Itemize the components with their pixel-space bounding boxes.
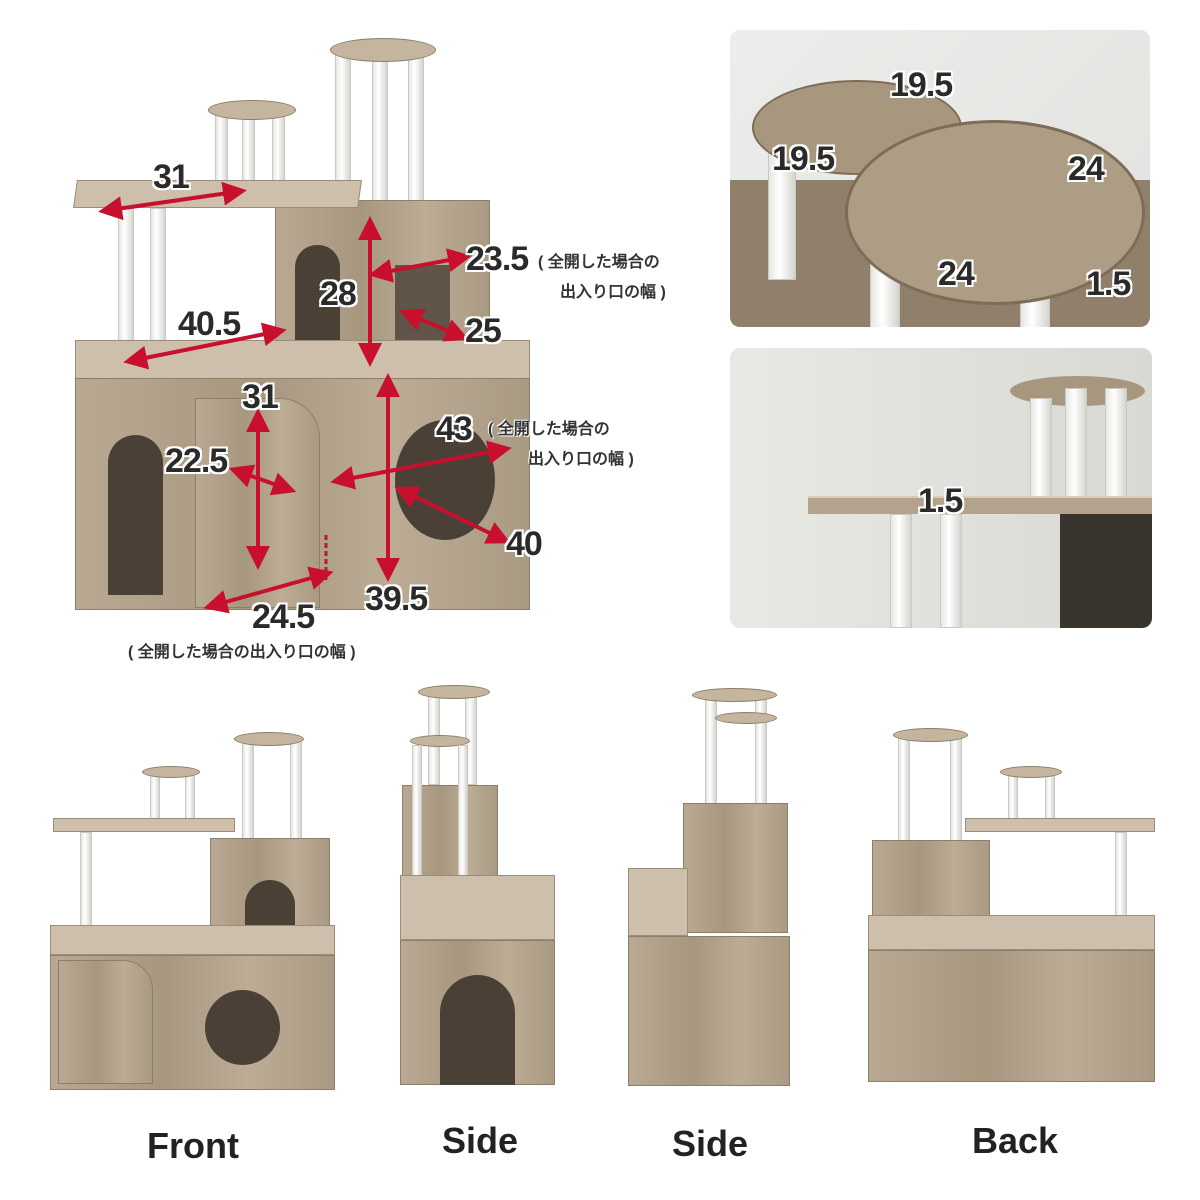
dim-left-door-width: 24.5 — [252, 598, 315, 636]
note-full-open: ( 全開した場合の — [488, 421, 610, 438]
dim-box-opening-width: 23.5 — [466, 240, 529, 278]
dim-base-depth: 40.5 — [178, 305, 241, 343]
base-top — [75, 340, 530, 380]
left-shelf — [73, 180, 362, 208]
photo-top-platforms — [730, 30, 1150, 327]
note-full-open: 出入り口の幅 ) — [560, 284, 666, 301]
dim-right-door-width: 39.5 — [365, 580, 428, 618]
dim-large-top-width: 24 — [1068, 150, 1105, 188]
dim-large-top-depth: 24 — [938, 255, 975, 293]
left-door — [195, 398, 320, 608]
note-full-open: 出入り口の幅 ) — [528, 451, 634, 468]
dim-top-thickness: 1.5 — [1086, 265, 1131, 303]
view-label-side-1: Side — [442, 1120, 519, 1161]
post — [372, 55, 388, 215]
note-full-open: ( 全開した場合の出入り口の幅 ) — [128, 644, 356, 661]
dim-box-opening-height: 25 — [465, 312, 502, 350]
left-opening — [108, 435, 163, 595]
dim-shelf-width: 31 — [153, 158, 190, 196]
post — [272, 112, 285, 182]
top-platform-large — [330, 38, 436, 62]
photo-shelf-thickness — [730, 348, 1152, 628]
dim-small-top-depth: 19.5 — [772, 140, 835, 178]
upper-box-opening — [295, 245, 340, 340]
note-full-open: ( 全開した場合の — [538, 254, 660, 271]
dim-right-door-height: 43 — [436, 410, 473, 448]
post — [408, 55, 424, 205]
dim-right-hole: 40 — [506, 525, 543, 563]
dim-box-height: 28 — [320, 275, 357, 313]
view-label-side-2: Side — [672, 1123, 749, 1164]
top-platform-small — [208, 100, 296, 120]
view-label-back: Back — [972, 1120, 1059, 1161]
dim-small-top-width: 19.5 — [890, 66, 953, 104]
dim-left-opening-width: 22.5 — [165, 442, 228, 480]
dim-left-door-height: 31 — [242, 378, 279, 416]
view-label-front: Front — [147, 1125, 239, 1166]
upper-box-back-opening — [395, 265, 450, 340]
dim-shelf-thickness: 1.5 — [918, 482, 963, 520]
post — [242, 112, 255, 187]
